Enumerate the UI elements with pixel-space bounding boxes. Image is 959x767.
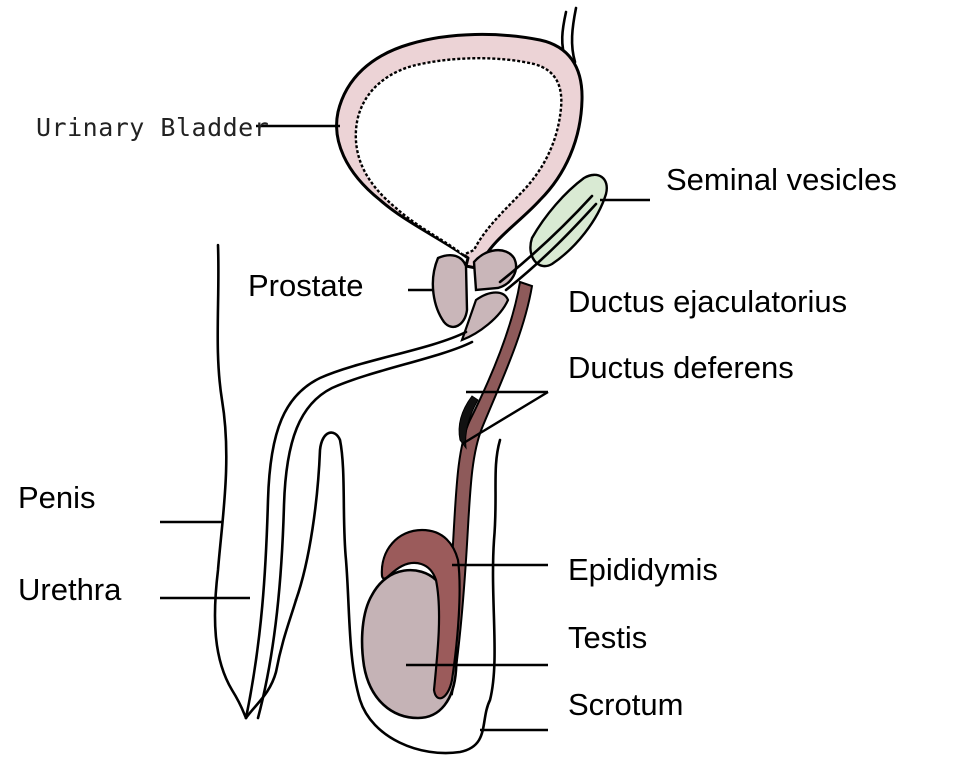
label-scrotum: Scrotum (568, 687, 683, 722)
prostate-right-lobe (474, 250, 516, 290)
label-penis: Penis (18, 480, 96, 515)
prostate-left-lobe (433, 255, 467, 327)
label-ductus-deferens: Ductus deferens (568, 350, 794, 385)
penis-outline-left (215, 245, 246, 718)
penis (215, 245, 296, 718)
label-testis: Testis (568, 620, 647, 655)
label-prostate: Prostate (248, 268, 363, 303)
bladder-cavity (356, 58, 562, 255)
label-epididymis: Epididymis (568, 552, 718, 587)
label-seminal-vesicles: Seminal vesicles (666, 162, 897, 197)
label-ductus-ejaculatorius: Ductus ejaculatorius (568, 284, 847, 319)
prostate (433, 250, 516, 340)
prostate-lower-lobe (462, 293, 508, 341)
label-urethra: Urethra (18, 572, 122, 607)
label-urinary-bladder: Urinary Bladder (36, 113, 269, 142)
